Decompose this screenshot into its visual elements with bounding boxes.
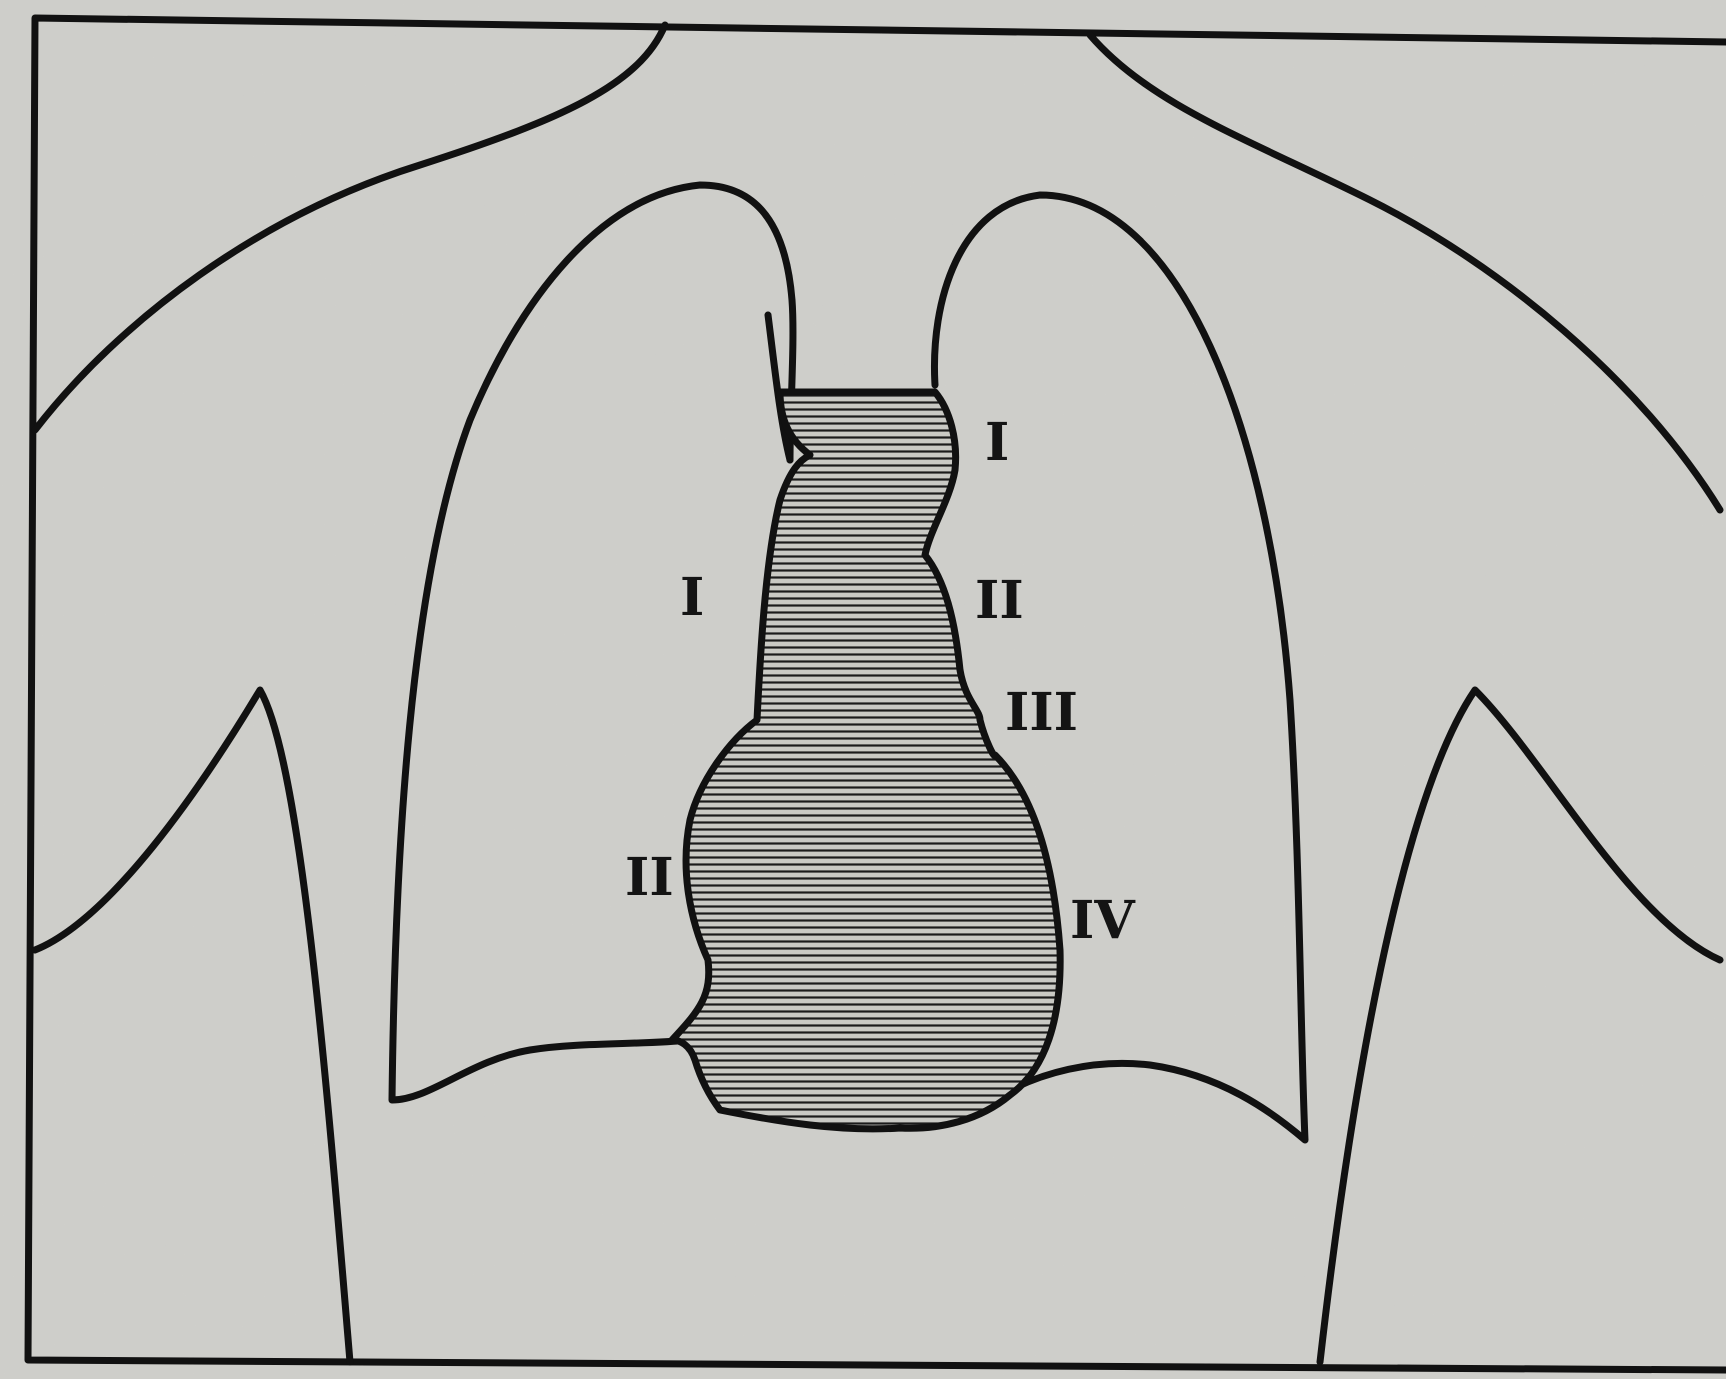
label-upper-III: III xyxy=(1005,682,1078,743)
label-left-I: I xyxy=(680,567,704,628)
label-left-II: II xyxy=(625,847,674,908)
label-upper-II: II xyxy=(975,570,1024,631)
label-lower-IV: IV xyxy=(1070,890,1136,951)
label-upper-I: I xyxy=(985,412,1009,473)
